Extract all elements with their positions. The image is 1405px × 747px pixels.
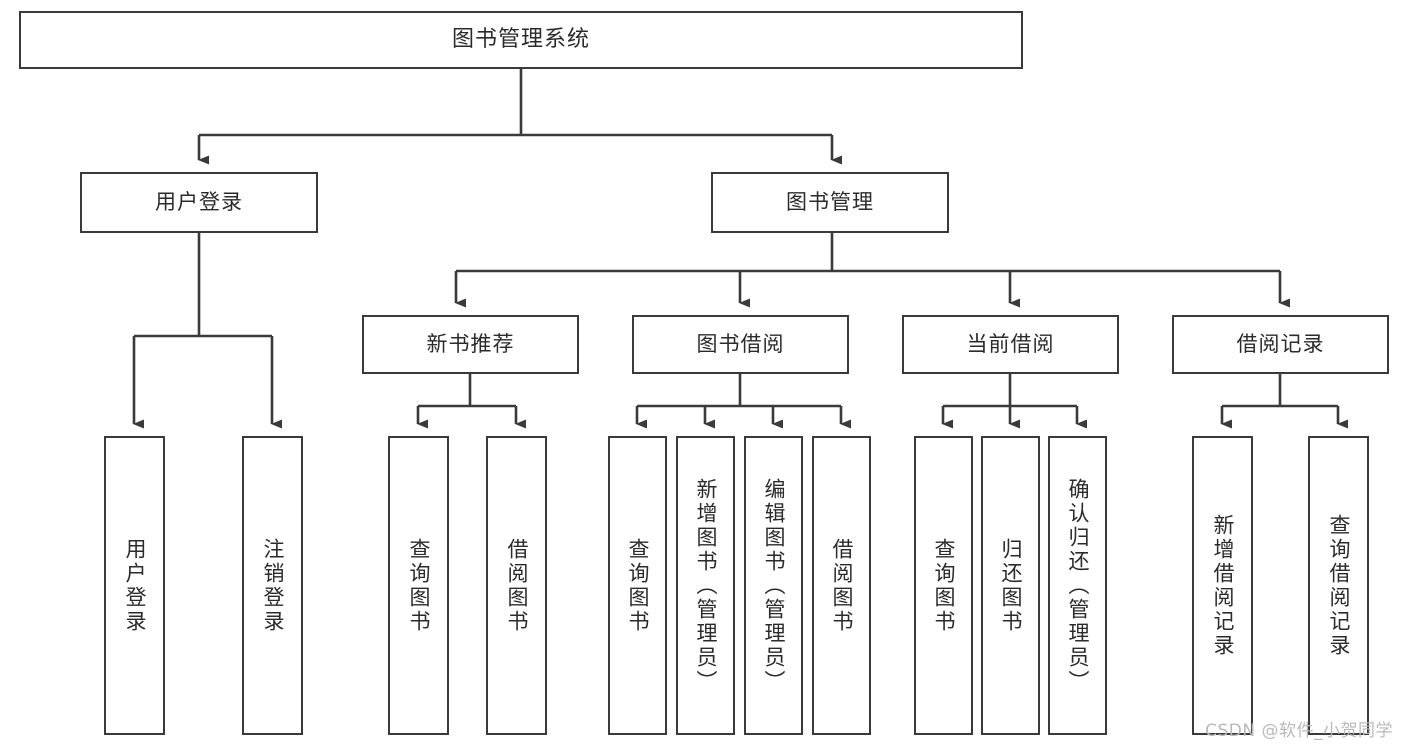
node-label: 归还图书 bbox=[999, 537, 1023, 634]
node-leaf-user-login[interactable]: 用户登录 bbox=[104, 436, 165, 735]
node-leaf-query-book-borrow[interactable]: 查询图书 bbox=[608, 436, 667, 735]
node-label: 查询图书 bbox=[932, 537, 956, 634]
node-current-borrow[interactable]: 当前借阅 bbox=[902, 315, 1119, 374]
node-label: 新书推荐 bbox=[426, 331, 515, 356]
node-label: 图书管理 bbox=[786, 189, 874, 214]
node-label: 用户登录 bbox=[155, 189, 243, 214]
node-root-book-management-system[interactable]: 图书管理系统 bbox=[19, 11, 1023, 69]
node-borrow-record[interactable]: 借阅记录 bbox=[1172, 315, 1389, 374]
node-book-borrow[interactable]: 图书借阅 bbox=[632, 315, 849, 374]
node-leaf-add-borrow-record[interactable]: 新增借阅记录 bbox=[1192, 436, 1253, 735]
node-label: 确认归还（管理员） bbox=[1066, 477, 1090, 694]
node-label: 查询图书 bbox=[626, 537, 650, 634]
node-book-management[interactable]: 图书管理 bbox=[711, 172, 949, 233]
node-label: 用户登录 bbox=[123, 537, 147, 634]
node-label: 注销登录 bbox=[261, 537, 285, 634]
node-leaf-query-borrow-record[interactable]: 查询借阅记录 bbox=[1308, 436, 1369, 735]
node-leaf-confirm-return-admin[interactable]: 确认归还（管理员） bbox=[1048, 436, 1107, 735]
node-leaf-query-book-recommend[interactable]: 查询图书 bbox=[388, 436, 449, 735]
node-label: 查询借阅记录 bbox=[1327, 513, 1351, 658]
node-leaf-query-book-current[interactable]: 查询图书 bbox=[914, 436, 973, 735]
node-label: 当前借阅 bbox=[966, 331, 1055, 356]
node-label: 借阅图书 bbox=[505, 537, 529, 634]
node-leaf-user-logout[interactable]: 注销登录 bbox=[242, 436, 303, 735]
node-label: 编辑图书（管理员） bbox=[762, 477, 786, 694]
node-label: 新增借阅记录 bbox=[1211, 513, 1235, 658]
node-leaf-borrow-book-borrow[interactable]: 借阅图书 bbox=[812, 436, 871, 735]
node-user-login[interactable]: 用户登录 bbox=[80, 172, 318, 233]
node-label: 新增图书（管理员） bbox=[694, 477, 718, 694]
node-leaf-return-book[interactable]: 归还图书 bbox=[981, 436, 1040, 735]
node-label: 图书管理系统 bbox=[451, 26, 590, 52]
node-leaf-add-book-admin[interactable]: 新增图书（管理员） bbox=[676, 436, 735, 735]
node-label: 借阅图书 bbox=[830, 537, 854, 634]
node-label: 图书借阅 bbox=[696, 331, 785, 356]
node-leaf-borrow-book-recommend[interactable]: 借阅图书 bbox=[486, 436, 547, 735]
node-leaf-edit-book-admin[interactable]: 编辑图书（管理员） bbox=[744, 436, 803, 735]
node-label: 查询图书 bbox=[407, 537, 431, 634]
node-label: 借阅记录 bbox=[1236, 331, 1325, 356]
node-new-book-recommend[interactable]: 新书推荐 bbox=[362, 315, 579, 374]
